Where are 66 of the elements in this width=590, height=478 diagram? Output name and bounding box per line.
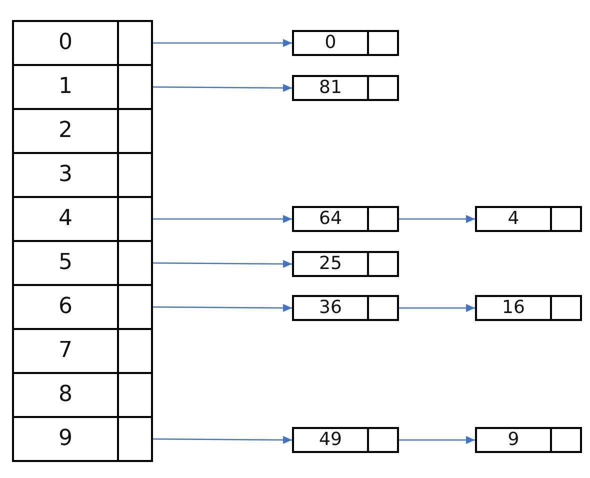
pointer-cell: [367, 251, 399, 277]
bucket-index: 7: [58, 338, 72, 364]
pointer-cell: [367, 75, 399, 101]
list-node: [292, 206, 397, 232]
pointer-cell: [117, 284, 153, 330]
pointer-cell: [117, 240, 153, 286]
arrow: [153, 84, 292, 92]
bucket-row: [12, 240, 151, 286]
pointer-cell: [550, 206, 582, 232]
arrow: [399, 436, 475, 444]
bucket-row: [12, 372, 151, 418]
arrow: [153, 215, 292, 223]
bucket-row: [12, 284, 151, 330]
bucket-row: [12, 328, 151, 374]
pointer-cell: [117, 328, 153, 374]
bucket-index: 4: [58, 206, 72, 232]
bucket-row: [12, 108, 151, 154]
bucket-index: 8: [58, 382, 72, 408]
node-value: 0: [324, 32, 336, 54]
pointer-cell: [367, 427, 399, 453]
bucket-index: 2: [58, 118, 72, 144]
pointer-cell: [117, 108, 153, 154]
list-node: [292, 30, 397, 56]
node-value: 25: [319, 254, 342, 274]
pointer-cell: [117, 372, 153, 418]
pointer-cell: [550, 295, 582, 321]
arrow: [153, 304, 292, 312]
list-node: [292, 251, 397, 277]
list-node: [292, 427, 397, 453]
arrow: [153, 39, 292, 47]
node-value: 64: [319, 208, 342, 230]
node-value: 49: [319, 430, 342, 450]
node-value: 81: [319, 78, 342, 98]
arrow: [399, 304, 475, 312]
bucket-index: 6: [58, 294, 72, 320]
pointer-cell: [117, 152, 153, 198]
node-value: 4: [508, 208, 520, 230]
bucket-index: 1: [58, 74, 72, 100]
bucket-index: 0: [58, 30, 72, 56]
bucket-index: 9: [58, 426, 72, 452]
list-node: [475, 295, 580, 321]
pointer-cell: [367, 206, 399, 232]
list-node: [292, 75, 397, 101]
list-node: [475, 427, 580, 453]
bucket-row: [12, 64, 151, 110]
arrow: [153, 436, 292, 444]
pointer-cell: [117, 196, 153, 242]
pointer-cell: [117, 416, 153, 462]
arrow: [153, 260, 292, 268]
list-node: [292, 295, 397, 321]
bucket-row: [12, 416, 151, 462]
node-value: 36: [319, 298, 342, 318]
pointer-cell: [367, 295, 399, 321]
pointer-cell: [550, 427, 582, 453]
bucket-row: [12, 20, 151, 66]
pointer-cell: [367, 30, 399, 56]
node-value: 9: [508, 430, 520, 450]
bucket-row: [12, 152, 151, 198]
bucket-row: [12, 196, 151, 242]
arrow: [399, 215, 475, 223]
pointer-cell: [117, 64, 153, 110]
pointer-cell: [117, 20, 153, 66]
bucket-index: 5: [58, 250, 72, 276]
node-value: 16: [502, 298, 525, 318]
list-node: [475, 206, 580, 232]
bucket-index: 3: [58, 162, 72, 188]
